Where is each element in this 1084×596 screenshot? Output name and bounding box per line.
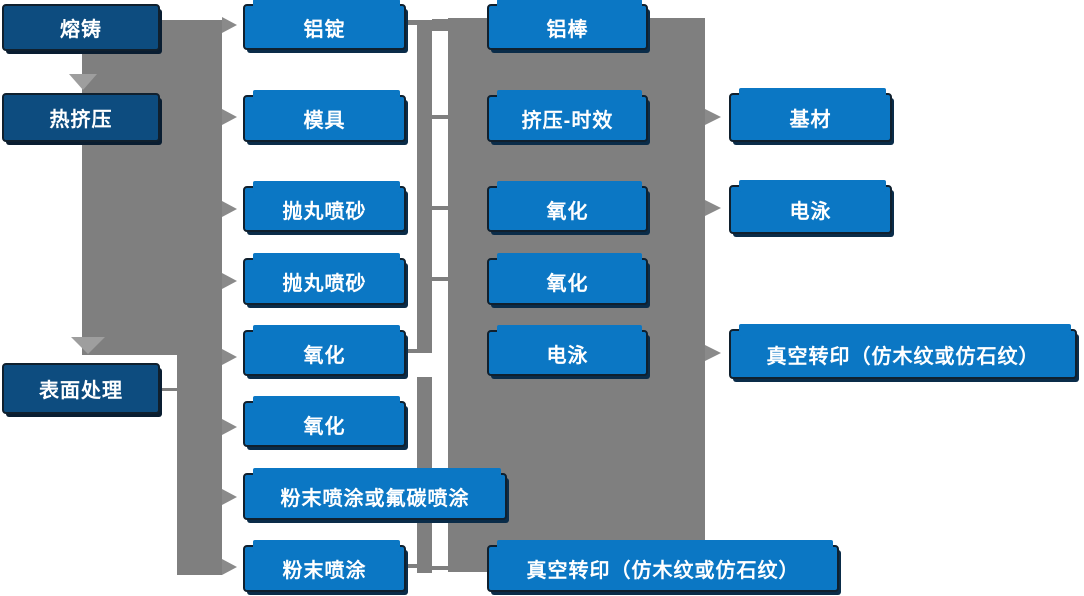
node-label: 粉末喷涂或氟碳喷涂 <box>280 488 470 510</box>
node-melting-casting: 熔铸 <box>2 4 160 51</box>
node-oxidation-4: 氧化 <box>487 253 648 305</box>
node-label: 氧化 <box>546 273 589 295</box>
right-arrow-icon <box>222 17 237 33</box>
node-label: 电泳 <box>789 201 832 223</box>
connector-trunk-lower <box>177 355 222 575</box>
node-oxidation-2: 氧化 <box>243 396 406 447</box>
node-electrophoresis-1: 电泳 <box>487 325 648 376</box>
node-substrate: 基材 <box>729 88 892 142</box>
node-extrusion-aging: 挤压-时效 <box>487 90 648 142</box>
node-label: 挤压-时效 <box>521 110 614 132</box>
node-mold: 模具 <box>243 90 406 142</box>
node-label: 抛丸喷砂 <box>282 273 367 295</box>
node-label: 铝锭 <box>303 18 346 41</box>
node-oxidation-3: 氧化 <box>487 181 648 232</box>
node-label: 基材 <box>789 109 832 131</box>
right-arrow-icon <box>222 349 237 365</box>
connector-bar-upper <box>417 20 432 353</box>
node-label: 电泳 <box>546 344 589 367</box>
connector-trunk-left <box>82 20 222 355</box>
node-label: 熔铸 <box>60 19 102 41</box>
node-oxidation-1: 氧化 <box>243 325 406 376</box>
right-arrow-icon <box>705 200 721 216</box>
node-label: 模具 <box>303 110 346 132</box>
tick-ingot-to-bar <box>406 20 418 25</box>
right-arrow-icon <box>222 273 237 289</box>
node-label: 抛丸喷砂 <box>282 200 367 223</box>
node-surface-treatment: 表面处理 <box>2 363 160 414</box>
node-shot-blasting-1: 抛丸喷砂 <box>243 181 406 232</box>
node-powder-coating: 粉末喷涂 <box>243 540 406 592</box>
node-hot-extrusion: 热挤压 <box>2 93 160 142</box>
node-label: 铝棒 <box>546 18 589 41</box>
tick-bar-to-panel-row2 <box>432 115 448 119</box>
tick-powder-to-bar <box>406 564 418 568</box>
node-electrophoresis-2: 电泳 <box>729 180 892 234</box>
node-vacuum-transfer-1: 真空转印（仿木纹或仿石纹） <box>487 540 839 592</box>
node-label: 粉末喷涂 <box>282 560 367 582</box>
right-arrow-icon <box>222 419 237 435</box>
node-shot-blasting-2: 抛丸喷砂 <box>243 253 406 305</box>
node-label: 真空转印（仿木纹或仿石纹） <box>526 560 800 582</box>
right-arrow-icon <box>222 201 237 217</box>
right-arrow-icon <box>705 109 721 125</box>
node-label: 热挤压 <box>49 109 113 131</box>
node-aluminum-rod: 铝棒 <box>487 0 648 50</box>
node-label: 真空转印（仿木纹或仿石纹） <box>766 345 1040 368</box>
tick-bar-to-panel-row4 <box>432 277 448 281</box>
node-label: 氧化 <box>303 344 346 367</box>
node-powder-or-fluorocarbon-coating: 粉末喷涂或氟碳喷涂 <box>243 468 507 520</box>
node-label: 氧化 <box>303 415 346 438</box>
right-arrow-icon <box>222 559 237 575</box>
node-label: 表面处理 <box>39 380 123 402</box>
tick-bar-to-panel-row1 <box>432 19 448 31</box>
node-aluminum-ingot: 铝锭 <box>243 0 406 50</box>
down-arrow-icon <box>69 74 97 90</box>
tick-oxidation-to-bar <box>406 349 418 353</box>
tick-bar-to-bottom-box <box>432 566 448 570</box>
tick-bar-to-panel-row3 <box>432 206 448 210</box>
node-label: 氧化 <box>546 200 589 223</box>
right-arrow-icon <box>705 345 721 361</box>
node-vacuum-transfer-2: 真空转印（仿木纹或仿石纹） <box>729 324 1077 379</box>
line-surface-to-trunk <box>162 388 178 391</box>
right-arrow-icon <box>222 109 237 125</box>
down-arrow-icon <box>71 337 105 354</box>
right-arrow-icon <box>222 489 237 505</box>
